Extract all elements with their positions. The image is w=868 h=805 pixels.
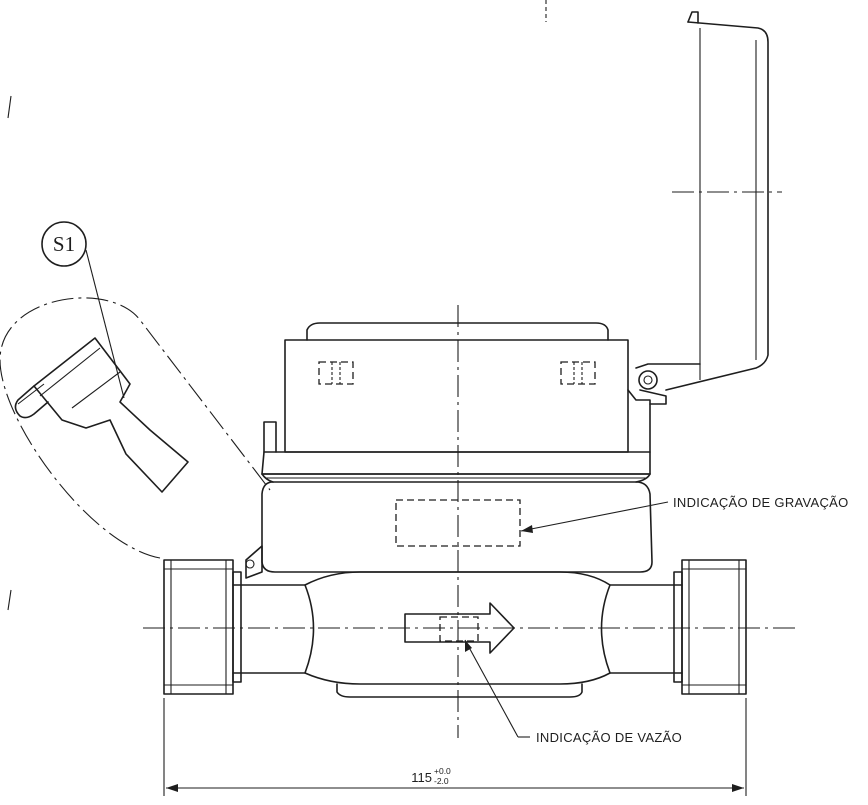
hinged-lid	[635, 11, 769, 405]
centerlines	[143, 0, 800, 738]
frame-ticks	[7, 95, 12, 611]
dimension-upper-tolerance: +0.0	[434, 766, 451, 776]
engraving-callout: INDICAÇÃO DE GRAVAÇÃO	[520, 495, 849, 533]
detail-marker-circle	[41, 221, 87, 267]
length-dimension: 115 +0.0 -2.0	[163, 698, 747, 796]
right-coupling-nut	[673, 559, 747, 695]
meter-body	[245, 473, 653, 579]
detail-marker: S1	[53, 232, 75, 256]
flow-label: INDICAÇÃO DE VAZÃO	[536, 730, 682, 745]
flow-direction-arrow	[404, 602, 515, 654]
dimension-nominal: 115	[411, 770, 432, 785]
engraving-label: INDICAÇÃO DE GRAVAÇÃO	[673, 495, 849, 510]
left-coupling-nut	[163, 559, 242, 695]
dimension-lower-tolerance: -2.0	[434, 776, 449, 786]
detail-s1-view: S1	[0, 221, 271, 559]
register-housing	[261, 322, 651, 475]
flow-callout: INDICAÇÃO DE VAZÃO	[464, 639, 682, 745]
